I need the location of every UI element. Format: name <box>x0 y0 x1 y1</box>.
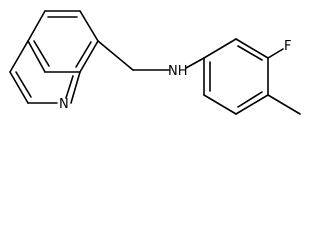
fluorotoluene-ring <box>203 38 269 115</box>
methyl-bond <box>267 94 301 115</box>
bond <box>9 71 29 104</box>
bond <box>203 38 237 59</box>
bond <box>27 10 46 42</box>
double-bond-line <box>15 71 32 98</box>
amine-nitrogen-label: NH <box>168 64 188 79</box>
bond <box>9 40 29 73</box>
amine-bond <box>185 57 205 69</box>
double-bond-line <box>237 91 263 108</box>
double-bond-line <box>75 41 92 68</box>
methylene-bond <box>97 40 134 71</box>
bond <box>70 71 81 104</box>
molecule-structure: N NH F <box>9 10 301 115</box>
bond <box>27 40 46 73</box>
fluorine-bond <box>267 48 284 59</box>
bond <box>203 94 237 115</box>
quinoline-nitrogen-label: N <box>59 97 69 112</box>
bond <box>235 38 269 59</box>
bond <box>235 94 269 115</box>
quinoline-ring-system <box>9 10 99 104</box>
double-bond-line <box>237 45 263 61</box>
double-bond-line <box>65 75 74 99</box>
double-bond-line <box>33 40 50 67</box>
bond <box>79 40 99 73</box>
fluorine-label: F <box>284 39 291 54</box>
bond <box>79 10 99 42</box>
